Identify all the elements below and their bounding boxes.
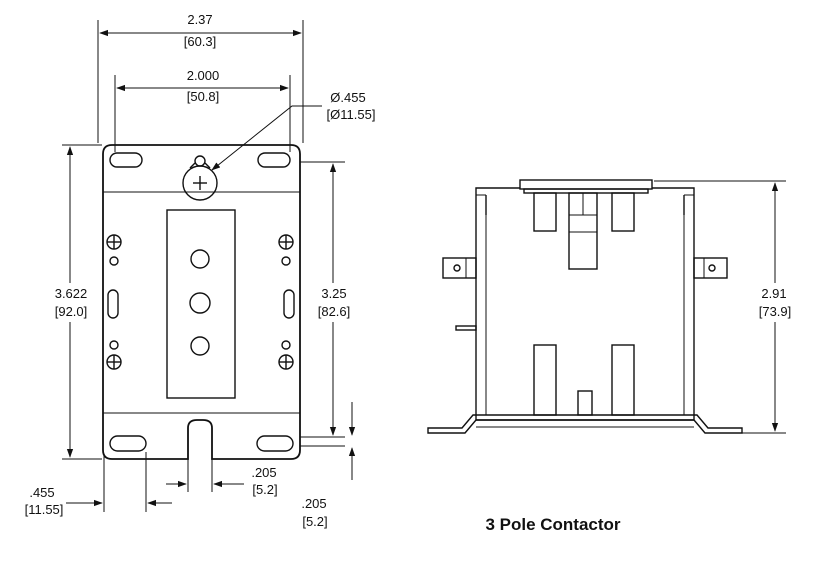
terminal-3 [190, 336, 210, 356]
mount-slot-top-left [109, 152, 143, 168]
dim-slot-height-metric: [5.2] [302, 514, 327, 529]
mount-slot-bottom-right [256, 435, 294, 452]
screw-bottom-right [278, 354, 294, 370]
dim-mount-height-metric: [82.6] [318, 304, 351, 319]
side-view: 2.91 [73.9] [427, 179, 792, 434]
dim-hole-diameter-value: Ø.455 [330, 90, 365, 105]
figure-caption: 3 Pole Contactor [485, 515, 620, 534]
side-slot-left [107, 289, 119, 319]
dim-slot-offset-value: .455 [29, 485, 54, 500]
dim-hole-diameter-metric: [Ø11.55] [327, 107, 376, 122]
side-terminal-left [442, 257, 477, 279]
dim-overall-width-metric: [60.3] [184, 34, 217, 49]
front-view: 2.37 [60.3] 2.000 [50.8] Ø.455 [Ø11.55] … [25, 12, 376, 529]
screw-top-left [106, 234, 122, 250]
side-terminal-right [693, 257, 728, 279]
screw-top-right [278, 234, 294, 250]
dim-mount-height-value: 3.25 [321, 286, 346, 301]
dim-mount-spacing-value: 2.000 [187, 68, 220, 83]
dim-mount-spacing-metric: [50.8] [187, 89, 220, 104]
side-slot-right [283, 289, 295, 319]
keyhole-mount [182, 155, 218, 201]
dim-slot-height-value: .205 [301, 496, 326, 511]
dim-slot-width-metric: [5.2] [252, 482, 277, 497]
dim-overall-height-metric: [92.0] [55, 304, 88, 319]
dim-slot-width-value: .205 [251, 465, 276, 480]
coil-cap [519, 179, 653, 190]
dim-hole-leader [211, 105, 322, 171]
terminal-block [166, 209, 236, 399]
dim-side-height-metric: [73.9] [759, 304, 792, 319]
terminal-1 [190, 249, 210, 269]
dim-slot-offset-metric: [11.55] [25, 502, 64, 517]
mounting-plate [102, 144, 301, 460]
terminal-2 [189, 292, 211, 314]
base-plate [427, 414, 743, 434]
mount-slot-top-right [257, 152, 291, 168]
mount-slot-bottom-left [109, 435, 147, 452]
dim-overall-width-value: 2.37 [187, 12, 212, 27]
dim-side-height-value: 2.91 [761, 286, 786, 301]
dim-overall-height-value: 3.622 [55, 286, 88, 301]
screw-bottom-left [106, 354, 122, 370]
contactor-body [475, 206, 695, 421]
